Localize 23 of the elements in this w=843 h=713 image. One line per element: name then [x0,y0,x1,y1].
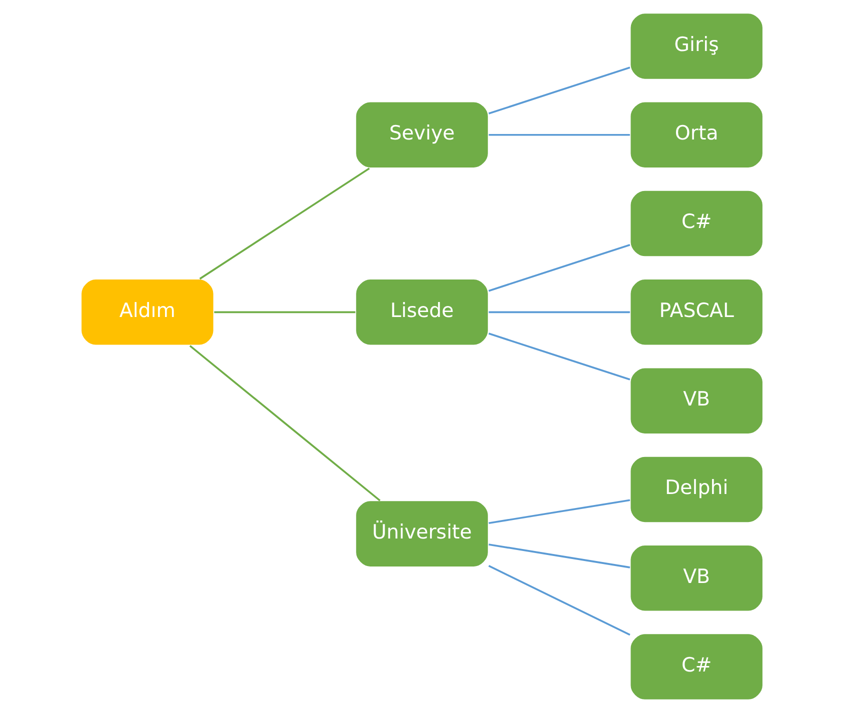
connector [488,565,630,636]
node-box: Lisede [354,278,489,346]
node-box: C# [628,190,764,258]
connector [488,244,630,292]
node-box: VB [628,366,764,435]
node-box: Seviye [354,101,489,169]
connector [214,311,355,314]
connector [488,544,630,568]
connector [198,168,370,280]
connector [488,66,630,114]
node-box: Giriş [628,12,764,80]
connector [488,134,630,136]
connector [488,332,630,380]
node-box: PASCAL [628,278,764,346]
node-box: Orta [628,101,764,169]
node-box: Üniversite [354,500,489,568]
connector [488,499,630,524]
connector [488,311,630,314]
connector [188,345,380,502]
node-box: VB [628,544,764,612]
node-box: Delphi [628,456,764,524]
node-box: C# [628,632,764,701]
node-box: Aldım [80,278,214,346]
